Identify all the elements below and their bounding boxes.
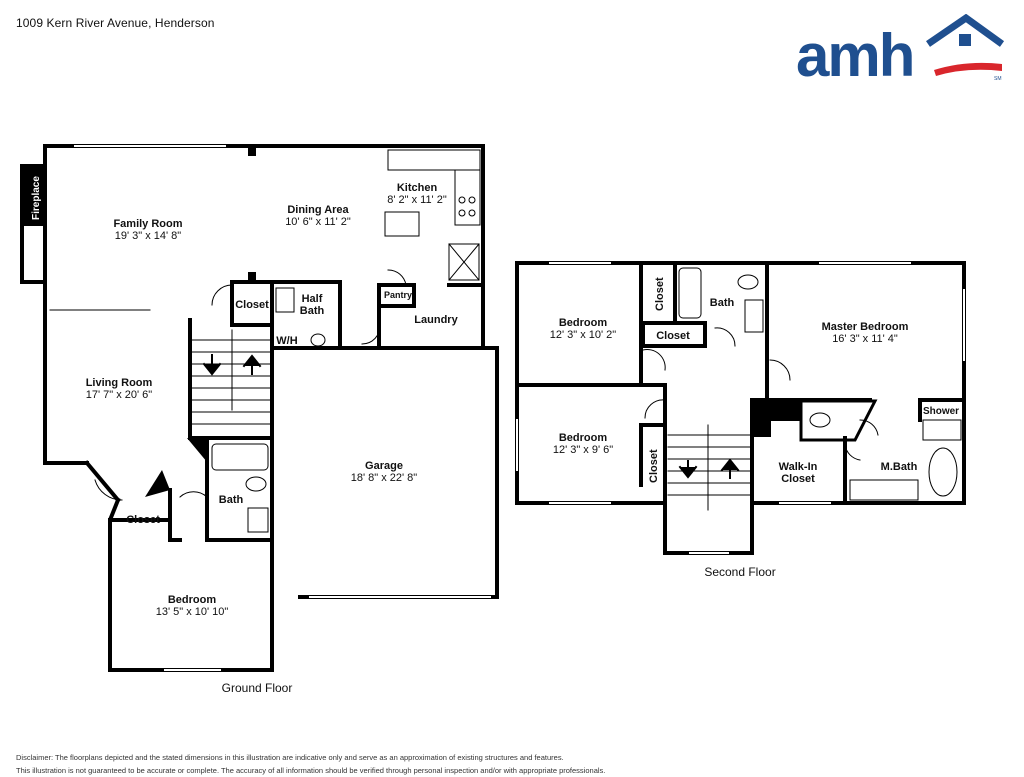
laundry-label: Laundry: [414, 314, 458, 326]
living-room-name: Living Room: [86, 377, 153, 389]
ground-floor-label: Ground Floor: [222, 681, 293, 695]
living-room-dims: 17' 7" x 20' 6": [86, 389, 153, 401]
amh-logo: amh SM: [796, 14, 1005, 80]
ground-bedroom-dims: 13' 5" x 10' 10": [156, 606, 229, 618]
ground-floor-plan: [20, 144, 499, 672]
bath-label: Bath: [219, 494, 244, 506]
house-roof-icon: [926, 14, 1005, 47]
family-room-name: Family Room: [113, 218, 182, 230]
second-bath-label: Bath: [710, 297, 735, 309]
garage-dims: 18' 8" x 22' 8": [351, 472, 418, 484]
kitchen-dims: 8' 2" x 11' 2": [387, 194, 447, 206]
fireplace-label: Fireplace: [31, 176, 42, 220]
disclaimer-line1: Disclaimer: The floorplans depicted and …: [16, 753, 564, 762]
red-swoosh: [934, 62, 1002, 76]
disclaimer-line2: This illustration is not guaranteed to b…: [16, 766, 606, 775]
half-bath-line2: Bath: [300, 305, 325, 317]
bedroom-a-name: Bedroom: [559, 317, 608, 329]
master-bath-label: M.Bath: [881, 461, 918, 473]
disclaimer: Disclaimer: The floorplans depicted and …: [16, 751, 1006, 777]
second-floor-plan: [515, 261, 966, 555]
dining-area-name: Dining Area: [287, 204, 349, 216]
walk-in-closet-line1: Walk-In: [779, 461, 818, 473]
water-heater-label: W/H: [276, 335, 297, 347]
second-floor-label: Second Floor: [704, 565, 775, 579]
kitchen-name: Kitchen: [397, 182, 438, 194]
master-bedroom-name: Master Bedroom: [822, 321, 909, 333]
bedroom-a-dims: 12' 3" x 10' 2": [550, 329, 617, 341]
closet-b-label: Closet: [648, 449, 660, 483]
pantry-label: Pantry: [384, 290, 412, 300]
shower-label: Shower: [923, 406, 959, 417]
closet-a-label: Closet: [654, 277, 666, 311]
walk-in-closet-line2: Closet: [781, 473, 815, 485]
bedroom-b-dims: 12' 3" x 9' 6": [553, 444, 613, 456]
garage-name: Garage: [365, 460, 403, 472]
dining-area-dims: 10' 6" x 11' 2": [285, 216, 351, 228]
master-bedroom-dims: 16' 3" x 11' 4": [832, 333, 898, 345]
service-mark: SM: [994, 76, 1002, 80]
half-bath-line1: Half: [302, 293, 323, 305]
closet-hall-label: Closet: [656, 330, 690, 342]
closet-label: Closet: [235, 299, 269, 311]
bedroom-b-name: Bedroom: [559, 432, 608, 444]
amh-wordmark: amh: [796, 22, 913, 80]
closet2-label: Closet: [126, 514, 160, 526]
property-address: 1009 Kern River Avenue, Henderson: [16, 16, 215, 30]
ground-bedroom-name: Bedroom: [168, 594, 217, 606]
family-room-dims: 19' 3" x 14' 8": [115, 230, 182, 242]
